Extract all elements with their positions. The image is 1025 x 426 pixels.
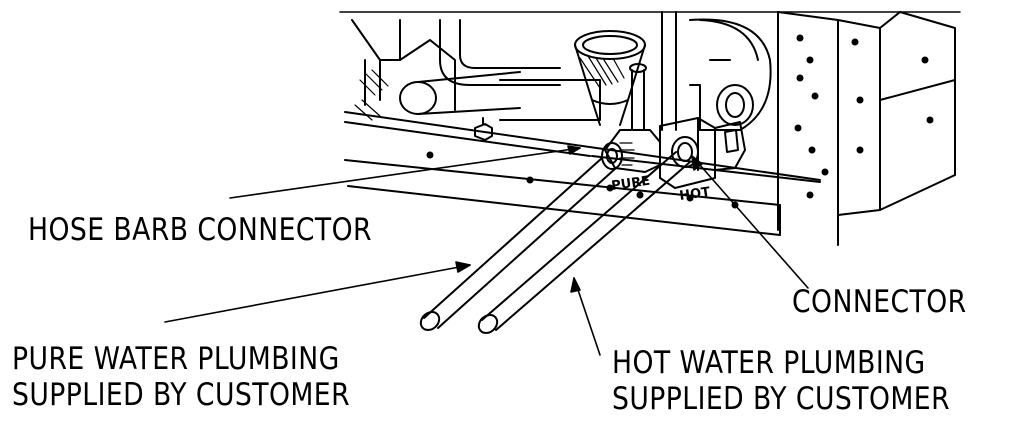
- hot-water-tube: [477, 151, 691, 334]
- hot-water-line-1: HOT WATER PLUMBING: [612, 345, 926, 381]
- pure-water-tube: [419, 157, 617, 331]
- pure-water-label: PURE WATER PLUMBING SUPPLIED BY CUSTOMER: [12, 341, 350, 413]
- connector-label: CONNECTOR: [792, 284, 967, 320]
- hose-barb-connector-label: HOSE BARB CONNECTOR: [28, 212, 372, 248]
- hot-fitting-tag: HOT: [678, 185, 711, 204]
- hot-water-line-2: SUPPLIED BY CUSTOMER: [612, 381, 951, 417]
- hose-barb-connector-text: HOSE BARB CONNECTOR: [28, 212, 372, 248]
- leader-lines: [164, 145, 809, 356]
- pure-water-line-2: SUPPLIED BY CUSTOMER: [12, 377, 351, 413]
- pure-water-line-1: PURE WATER PLUMBING: [12, 341, 340, 377]
- connector-text: CONNECTOR: [792, 284, 967, 320]
- hot-water-label: HOT WATER PLUMBING SUPPLIED BY CUSTOMER: [612, 345, 950, 417]
- base-plate: [344, 111, 821, 236]
- pure-fitting-tag: PURE: [610, 174, 651, 194]
- upper-mechanics: [339, 11, 961, 246]
